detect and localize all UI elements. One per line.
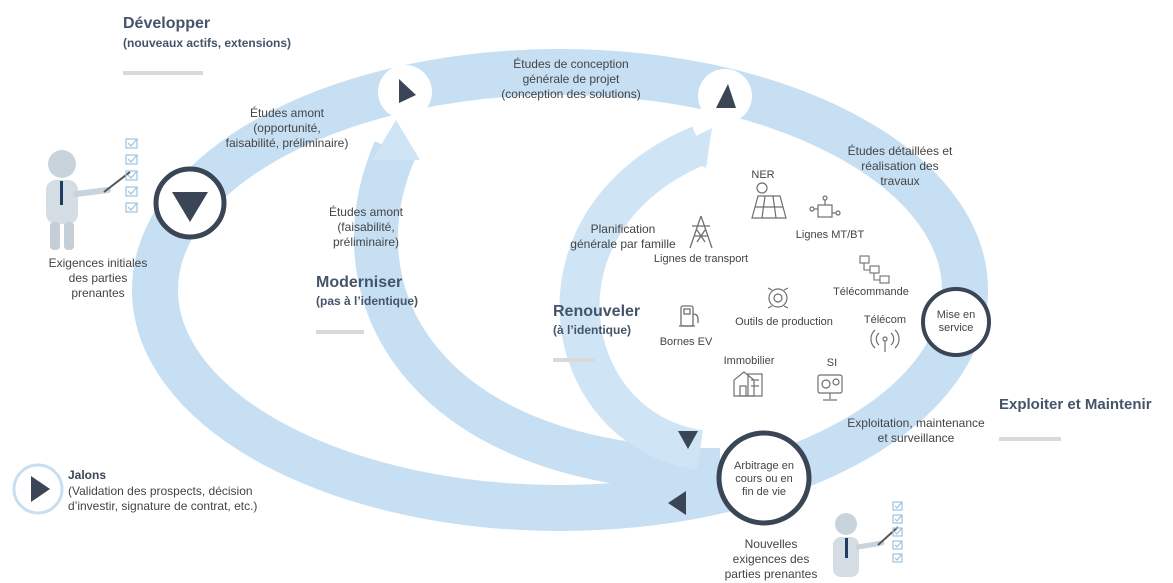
exploitation-label: Exploitation, maintenance et surveillanc… — [847, 416, 985, 445]
asset-si-label: SI — [826, 357, 838, 369]
building-icon — [733, 371, 763, 397]
presenter-figure-icon — [46, 150, 131, 250]
moderniser-subtitle: (pas à l’identique) — [316, 294, 419, 308]
asset-bornes-ev-label: Bornes EV — [659, 336, 713, 348]
nouvelles-exigences-label: Nouvelles exigences des parties prenante… — [724, 537, 818, 581]
asset-immobilier-label: Immobilier — [723, 355, 775, 367]
renouveler-rule — [553, 358, 595, 362]
solar-panel-icon — [751, 182, 787, 219]
arbitrage-label: Arbitrage en cours ou en fin de vie — [734, 460, 794, 498]
exploiter-rule — [999, 437, 1061, 441]
renouveler-arrow-head — [668, 128, 712, 168]
asset-lignes-mt-bt-label: Lignes MT/BT — [795, 229, 865, 241]
developper-subtitle: (nouveaux actifs, extensions) — [123, 36, 292, 50]
production-gear-icon — [767, 287, 789, 309]
planification-label: Planification générale par famille — [570, 222, 676, 251]
legend-title: Jalons — [68, 468, 107, 482]
developper-rule — [123, 71, 203, 75]
arbitrage-circle — [716, 430, 812, 526]
asset-telecom-label: Télécom — [863, 314, 907, 326]
asset-telecommande-label: Télécommande — [833, 286, 909, 298]
moderniser-cycle-arc — [354, 141, 721, 492]
developper-title: Développer — [123, 15, 211, 32]
renouveler-subtitle: (à l’identique) — [553, 323, 631, 337]
milestone-conception — [698, 69, 752, 123]
asset-outils-production-label: Outils de production — [735, 316, 833, 328]
milestone-renouveler-arrow — [678, 431, 698, 449]
exigences-initiales-label: Exigences initiales des parties prenante… — [48, 256, 148, 300]
exploiter-title: Exploiter et Maintenir — [999, 396, 1152, 413]
moderniser-rule — [316, 330, 364, 334]
circuit-icon — [809, 195, 841, 218]
etudes-detaillees-label: Études détaillées et réalisation des tra… — [847, 144, 953, 188]
presenter-figure-icon — [833, 513, 899, 577]
remote-control-icon — [859, 255, 890, 284]
mise-en-service-circle — [921, 287, 991, 357]
milestone-developper — [153, 166, 227, 240]
checklist-icon — [125, 138, 138, 213]
milestone-etudes-amont — [378, 65, 432, 119]
renouveler-cycle-arc — [559, 126, 708, 470]
milestone-moderniser-arrow — [668, 491, 686, 515]
renouveler-title: Renouveler — [553, 303, 641, 320]
etudes-amont-label: Études amont (opportunité, faisabilité, … — [225, 106, 349, 150]
asset-lignes-transport-label: Lignes de transport — [653, 253, 749, 265]
legend-description: (Validation des prospects, décision d’in… — [68, 484, 258, 513]
legend-milestone-icon — [12, 463, 64, 515]
antenna-icon — [870, 329, 900, 352]
etudes-conception-label: Études de conception générale de projet … — [501, 57, 641, 101]
ev-charger-icon — [679, 305, 699, 327]
moderniser-title: Moderniser — [316, 274, 403, 291]
transmission-tower-icon — [689, 215, 713, 249]
checklist-icon — [892, 501, 903, 563]
mise-en-service-label: Mise en service — [936, 309, 976, 334]
asset-ner-label: NER — [751, 169, 775, 181]
moderniser-arrow-head — [372, 120, 420, 160]
etudes-amont-modernisation-label: Études amont (faisabilité, préliminaire) — [328, 205, 404, 249]
information-system-icon — [817, 374, 843, 401]
